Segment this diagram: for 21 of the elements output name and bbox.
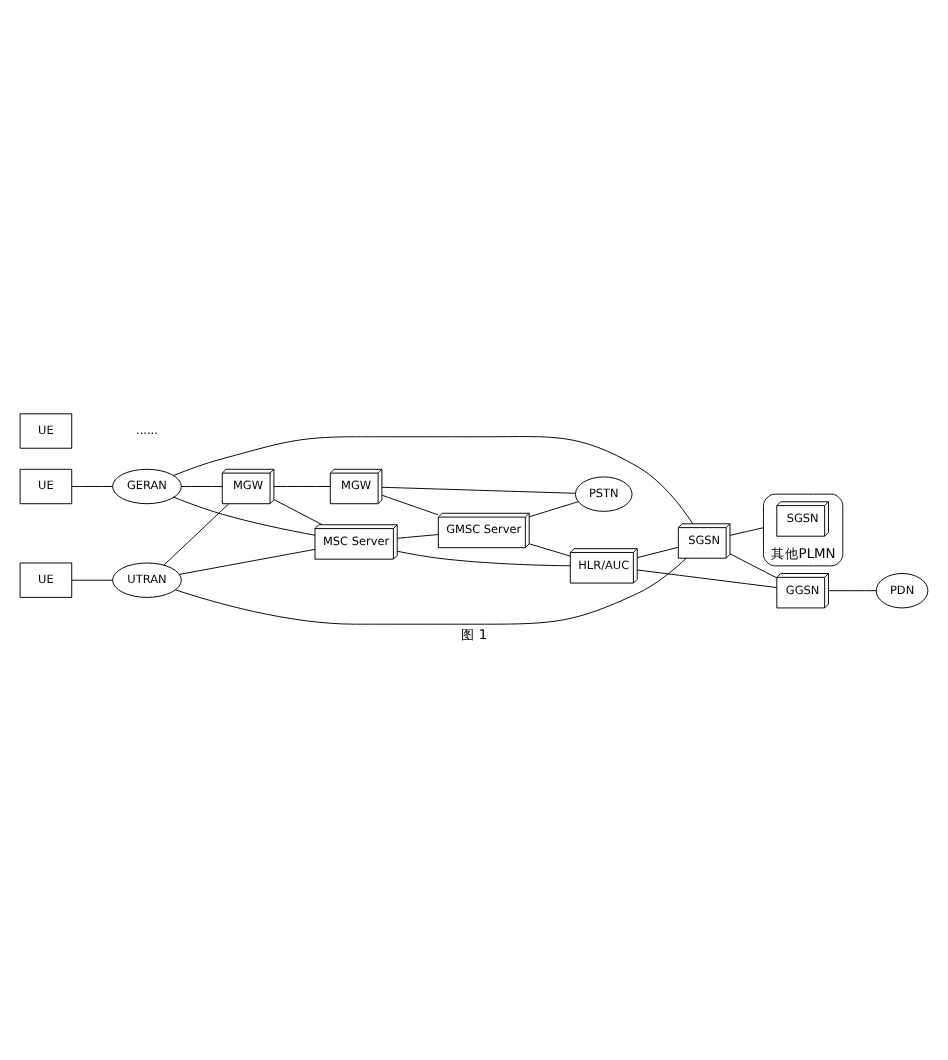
connector — [273, 499, 323, 526]
connector — [729, 527, 764, 536]
connector — [173, 496, 316, 536]
connector — [636, 546, 679, 559]
connector — [163, 503, 230, 566]
connector — [528, 501, 579, 518]
connector — [528, 543, 571, 557]
connector — [180, 486, 223, 487]
connector — [397, 534, 439, 539]
connector — [273, 486, 331, 487]
connector — [71, 579, 114, 581]
connector — [636, 569, 778, 589]
connector — [178, 548, 316, 575]
connector — [381, 494, 439, 516]
connector — [396, 550, 571, 567]
connector — [173, 436, 694, 524]
connector — [729, 553, 778, 579]
connector — [174, 557, 687, 625]
connector — [71, 486, 114, 487]
connector — [381, 486, 576, 494]
connector — [828, 590, 877, 592]
